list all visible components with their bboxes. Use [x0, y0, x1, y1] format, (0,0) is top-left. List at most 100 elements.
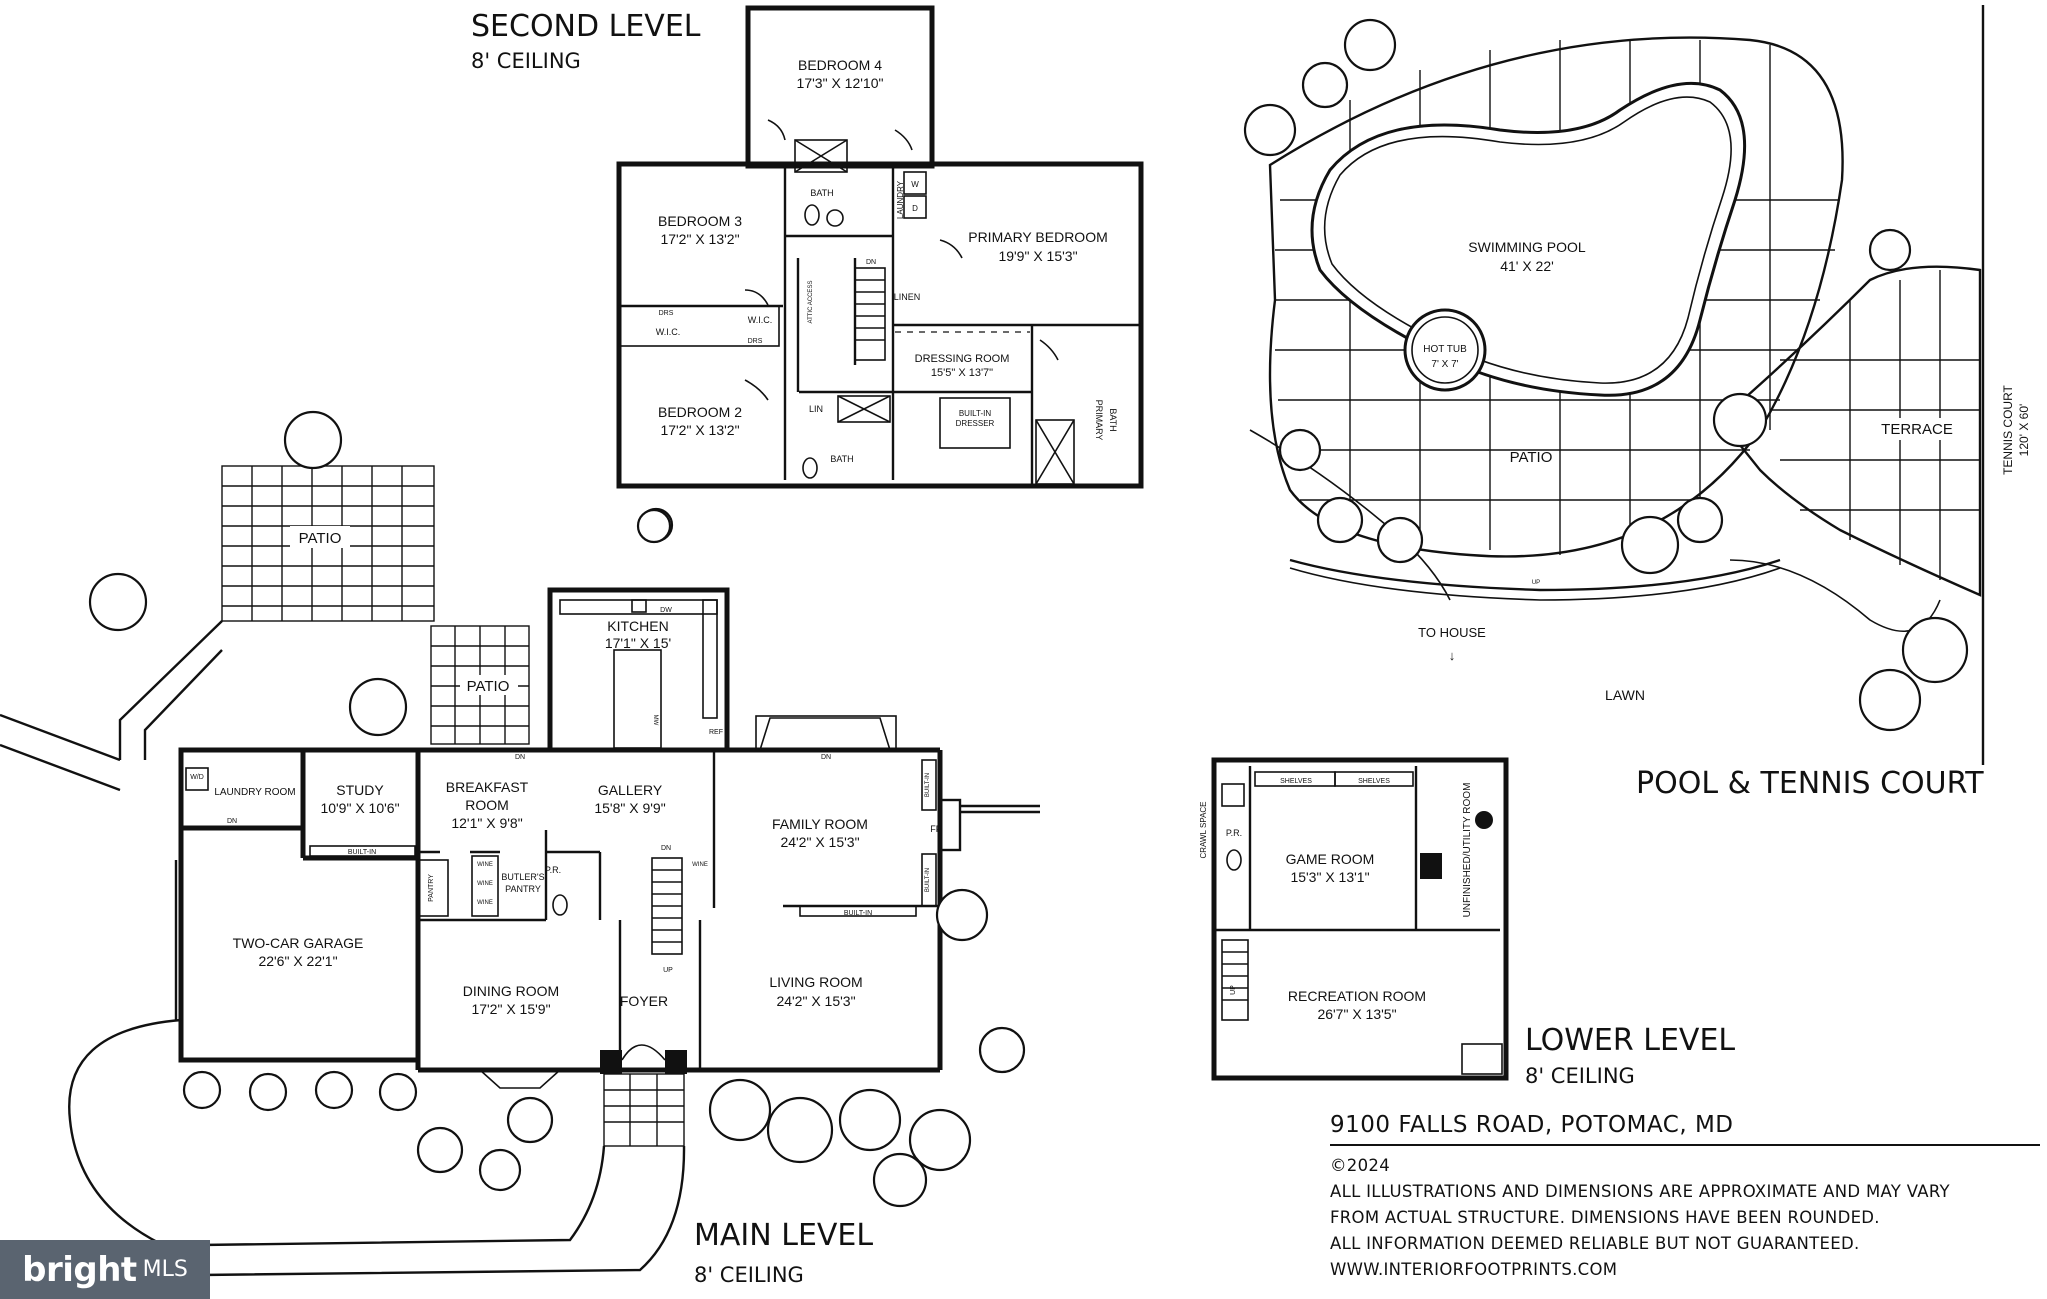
family-room-dims: 24'2" X 15'3" [780, 834, 859, 850]
second-level-ceiling: 8' CEILING [471, 49, 581, 73]
lawn-label: LAWN [1605, 687, 1645, 703]
pantry-label: PANTRY [428, 874, 435, 902]
tennis-court-dims: 120' X 60' [2017, 404, 2031, 457]
bright-mls-watermark: bright MLS [0, 1240, 210, 1299]
pool-tennis-title: POOL & TENNIS COURT [1636, 766, 1984, 801]
property-address: 9100 FALLS ROAD, POTOMAC, MD [1330, 1112, 2040, 1146]
game-room-dims: 15'3" X 13'1" [1290, 869, 1369, 885]
bedroom-3-dims: 17'2" X 13'2" [660, 231, 739, 247]
dryer-label: D [912, 204, 918, 213]
washer-label: W [911, 180, 919, 189]
builtin-study: BUILT-IN [348, 849, 376, 856]
primary-bath-label-2: BATH [1108, 408, 1118, 431]
hot-tub-label: HOT TUB [1423, 344, 1467, 355]
laundry-dn-label: DN [227, 818, 237, 825]
patio-breakfast-label: PATIO [467, 678, 510, 695]
living-room-label: LIVING ROOM [769, 974, 862, 990]
built-in-dresser-label-2: DRESSER [956, 419, 995, 428]
study-label: STUDY [336, 782, 384, 798]
kitchen-label: KITCHEN [607, 618, 668, 634]
primary-bath-label: PRIMARY [1094, 400, 1104, 441]
main-level-ceiling: 8' CEILING [694, 1263, 804, 1287]
patio-upper-left-label: PATIO [299, 530, 342, 547]
bedroom-4-dims: 17'3" X 12'10" [797, 75, 884, 91]
foyer-label: FOYER [620, 993, 668, 1009]
pr-lower-label: P.R. [1226, 828, 1242, 838]
pool-trees [1243, 18, 1969, 732]
mw-label: MW [652, 715, 658, 726]
breakfast-patio: PATIO [430, 625, 530, 745]
wd-label: W/D [190, 774, 204, 781]
garage-label: TWO-CAR GARAGE [233, 935, 364, 951]
terrace-label: TERRACE [1881, 421, 1953, 438]
study-dims: 10'9" X 10'6" [320, 800, 399, 816]
to-house-arrow: ↓ [1449, 648, 1456, 663]
lower-level-ceiling: 8' CEILING [1525, 1064, 1635, 1088]
shelves-2: SHELVES [1358, 778, 1390, 785]
gallery-dims: 15'8" X 9'9" [594, 800, 665, 816]
shelves-1: SHELVES [1280, 778, 1312, 785]
wic-left-label: W.I.C. [656, 327, 681, 337]
primary-bedroom-label: PRIMARY BEDROOM [968, 229, 1108, 245]
main-level-trees [88, 410, 1026, 1208]
website-line: WWW.INTERIORFOOTPRINTS.COM [1330, 1260, 1618, 1279]
dw-label: DW [660, 607, 672, 614]
garage-dims: 22'6" X 22'1" [258, 953, 337, 969]
wic-right-label: W.I.C. [748, 315, 773, 325]
main-patio: PATIO [0, 465, 435, 792]
dining-room-dims: 17'2" X 15'9" [471, 1001, 550, 1017]
watermark-suffix: MLS [142, 1257, 188, 1282]
swimming-pool-dims: 41' X 22' [1500, 258, 1554, 274]
recreation-room-label: RECREATION ROOM [1288, 988, 1426, 1004]
builtin-family-2: BUILT-IN [925, 868, 931, 892]
main-level-title: MAIN LEVEL [694, 1218, 873, 1253]
watermark-brand: bright [22, 1249, 137, 1290]
bedroom-4-label: BEDROOM 4 [798, 57, 882, 73]
laundry-upper-label: LAUNDRY [896, 180, 905, 219]
built-in-dresser-label: BUILT-IN [959, 409, 992, 418]
bedroom-3-label: BEDROOM 3 [658, 213, 742, 229]
lower-level-title: LOWER LEVEL [1525, 1023, 1735, 1058]
disclaimer-line-3: ALL INFORMATION DEEMED RELIABLE BUT NOT … [1330, 1234, 1860, 1253]
main-stair-dn: DN [661, 845, 671, 852]
dressing-room-dims: 15'5" X 13'7" [931, 367, 993, 379]
hot-tub-dims: 7' X 7' [1431, 359, 1458, 370]
unfinished-room-label: UNFINISHED/UTILITY ROOM [1462, 783, 1473, 918]
breakfast-label-2: ROOM [465, 797, 509, 813]
second-level-plan: SECOND LEVEL 8' CEILING [471, 5, 1144, 489]
butlers-pantry-2: PANTRY [505, 884, 541, 894]
bedroom-2-dims: 17'2" X 13'2" [660, 422, 739, 438]
pr-main-label: P.R. [545, 865, 561, 875]
bedroom-2-label: BEDROOM 2 [658, 404, 742, 420]
living-room-dims: 24'2" X 15'3" [776, 993, 855, 1009]
primary-bedroom-dims: 19'9" X 15'3" [998, 248, 1077, 264]
attic-access-label: ATTIC ACCESS [808, 281, 814, 324]
family-dn-label: DN [821, 754, 831, 761]
ref-label: REF [709, 729, 723, 736]
lin-label: LIN [809, 404, 823, 414]
breakfast-dims: 12'1" X 9'8" [451, 815, 522, 831]
main-level-plan: PATIO PATIO [0, 410, 1040, 1287]
pool-plan: SWIMMING POOL 41' X 22' HOT TUB 7' X 7' … [1243, 5, 2031, 801]
tennis-court-label: TENNIS COURT [2001, 384, 2015, 474]
builtin-living: BUILT-IN [844, 910, 872, 917]
bath-lower-label: BATH [830, 454, 853, 464]
wine-2: WINE [477, 881, 493, 887]
breakfast-label: BREAKFAST [446, 779, 529, 795]
bath-upper-label: BATH [810, 188, 833, 198]
drs-label-2: DRS [748, 338, 763, 345]
copyright-line: ©2024 [1330, 1156, 1390, 1175]
wine-3: WINE [477, 900, 493, 906]
wine-4: WINE [692, 862, 708, 868]
linen-label: LINEN [894, 292, 921, 302]
to-house-label: TO HOUSE [1418, 625, 1486, 640]
lower-level-plan: SHELVES SHELVES UP P.R. CRAWL SPACE GAME… [1199, 757, 1735, 1088]
drs-label-1: DRS [659, 310, 674, 317]
crawl-space-label: CRAWL SPACE [1199, 801, 1208, 858]
builtin-family-1: BUILT-IN [925, 773, 931, 797]
breakfast-dn-label: DN [515, 754, 525, 761]
disclaimer-line-2: FROM ACTUAL STRUCTURE. DIMENSIONS HAVE B… [1330, 1208, 1880, 1227]
second-level-title: SECOND LEVEL [471, 9, 701, 44]
fp-label: FP [930, 824, 942, 834]
